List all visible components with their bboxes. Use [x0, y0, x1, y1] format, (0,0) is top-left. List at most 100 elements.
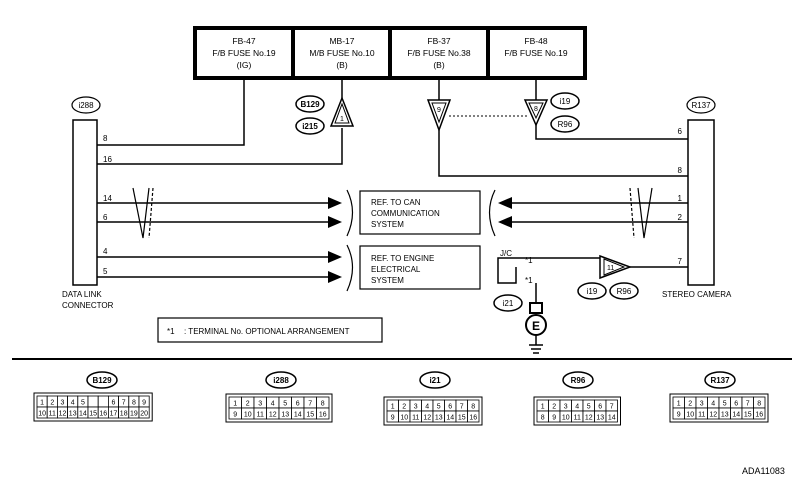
- wires: [97, 79, 688, 354]
- pin-label: 14: [294, 412, 302, 419]
- connector-face-label: i21: [429, 376, 441, 385]
- pin-number: 7: [678, 257, 683, 266]
- connector-label-i215: i215: [302, 122, 318, 131]
- fuse-id: FB-47: [232, 36, 255, 46]
- pin-label: 5: [587, 404, 591, 411]
- pin-label: 15: [458, 415, 466, 422]
- pin-label: 13: [281, 412, 289, 419]
- pin-number: 4: [103, 247, 108, 256]
- inline-connector-fb37: 9: [426, 99, 452, 133]
- ref-box-can: REF. TO CAN COMMUNICATION SYSTEM: [359, 190, 481, 235]
- twisted-pair-left: [132, 187, 154, 239]
- pin-label: 13: [596, 415, 604, 422]
- pin-label: 7: [308, 401, 312, 408]
- ref-text: SYSTEM: [371, 276, 404, 285]
- pin-label: 2: [246, 401, 250, 408]
- pin-label: 1: [677, 401, 681, 408]
- fuse-sub: (IG): [237, 60, 252, 70]
- pin-label: 6: [112, 400, 116, 407]
- data-link-connector: i288 DATA LINK CONNECTOR 8 16 14 6 4 5: [62, 96, 114, 310]
- connector-face-label: R96: [571, 376, 586, 385]
- pin-label: 6: [734, 401, 738, 408]
- pin-cell: [467, 410, 480, 423]
- pin-label: 6: [448, 404, 452, 411]
- pin-label: 13: [435, 415, 443, 422]
- pin-label: 2: [552, 404, 556, 411]
- pin-label: 8: [757, 401, 761, 408]
- pin-label: 7: [746, 401, 750, 408]
- pin-label: 8: [541, 415, 545, 422]
- fuse-id: MB-17: [329, 36, 354, 46]
- connector-label-b129: B129: [300, 100, 320, 109]
- connector-label-i21: i21: [503, 299, 514, 308]
- jc-label: J/C: [500, 249, 512, 258]
- brackets: [346, 189, 496, 292]
- pin-label: 17: [110, 411, 118, 418]
- ref-text: SYSTEM: [371, 220, 404, 229]
- pin-label: 6: [296, 401, 300, 408]
- pin-number: 9: [437, 107, 441, 114]
- fuse-name: F/B FUSE No.38: [407, 48, 471, 58]
- pin-label: 14: [446, 415, 454, 422]
- pin-number: 11: [607, 265, 614, 272]
- pin-label: 4: [71, 400, 75, 407]
- ground-symbol: E: [525, 302, 547, 336]
- connector-label-r96: R96: [558, 120, 573, 129]
- pin-label: 8: [471, 404, 475, 411]
- pin-label: 12: [269, 412, 277, 419]
- pin-label: 3: [564, 404, 568, 411]
- fuse-sub: (B): [336, 60, 348, 70]
- connector-label-r137: R137: [691, 101, 711, 110]
- pin-number: 2: [678, 213, 683, 222]
- pin-label: 8: [132, 400, 136, 407]
- connector-face-label: i288: [273, 376, 289, 385]
- pin-label: 14: [732, 412, 740, 419]
- pin-cell: [87, 395, 99, 408]
- pin-cell: [138, 406, 150, 419]
- pin-label: 11: [698, 412, 705, 419]
- pin-label: 2: [50, 400, 54, 407]
- pin-label: 10: [400, 415, 408, 422]
- pin-label: 4: [271, 401, 275, 408]
- connector-face-label: B129: [92, 376, 112, 385]
- pin-label: 1: [233, 401, 237, 408]
- stereo-camera: R137 STEREO CAMERA 6 8 1 2 7: [662, 96, 732, 299]
- pin-label: 10: [244, 412, 252, 419]
- pin-label: 15: [306, 412, 314, 419]
- pin-label: 11: [257, 412, 264, 419]
- pin-label: 9: [552, 415, 556, 422]
- pin-cell: [605, 410, 618, 423]
- pin-label: 7: [460, 404, 464, 411]
- inline-connector-i19: 11: [599, 254, 633, 280]
- pin-label: 12: [585, 415, 593, 422]
- pin-label: 2: [402, 404, 406, 411]
- pin-label: 1: [40, 400, 44, 407]
- pin-label: 12: [423, 415, 431, 422]
- pin-label: 4: [425, 404, 429, 411]
- pin-label: 1: [541, 404, 545, 411]
- ref-box-engine: REF. TO ENGINE ELECTRICAL SYSTEM: [359, 245, 481, 290]
- pin-label: 9: [142, 400, 146, 407]
- pin-label: 9: [233, 412, 237, 419]
- pin-label: 1: [391, 404, 395, 411]
- pin-label: 18: [120, 411, 128, 418]
- pin-label: 16: [469, 415, 477, 422]
- fuse-sub: (B): [433, 60, 445, 70]
- pin-label: 6: [598, 404, 602, 411]
- pin-label: 4: [711, 401, 715, 408]
- pin-label: 11: [49, 411, 56, 418]
- fuse-box: FB-47 F/B FUSE No.19 (IG) MB-17 M/B FUSE…: [193, 26, 587, 80]
- pin-label: 19: [130, 411, 138, 418]
- connector-face-label: R137: [710, 376, 730, 385]
- joint-connector: J/C *1 *1: [500, 249, 533, 285]
- pin-label: 16: [319, 412, 327, 419]
- pin-label: 10: [38, 411, 46, 418]
- pin-label: 3: [61, 400, 65, 407]
- pin-label: 7: [122, 400, 126, 407]
- twisted-pair-right: [629, 187, 653, 239]
